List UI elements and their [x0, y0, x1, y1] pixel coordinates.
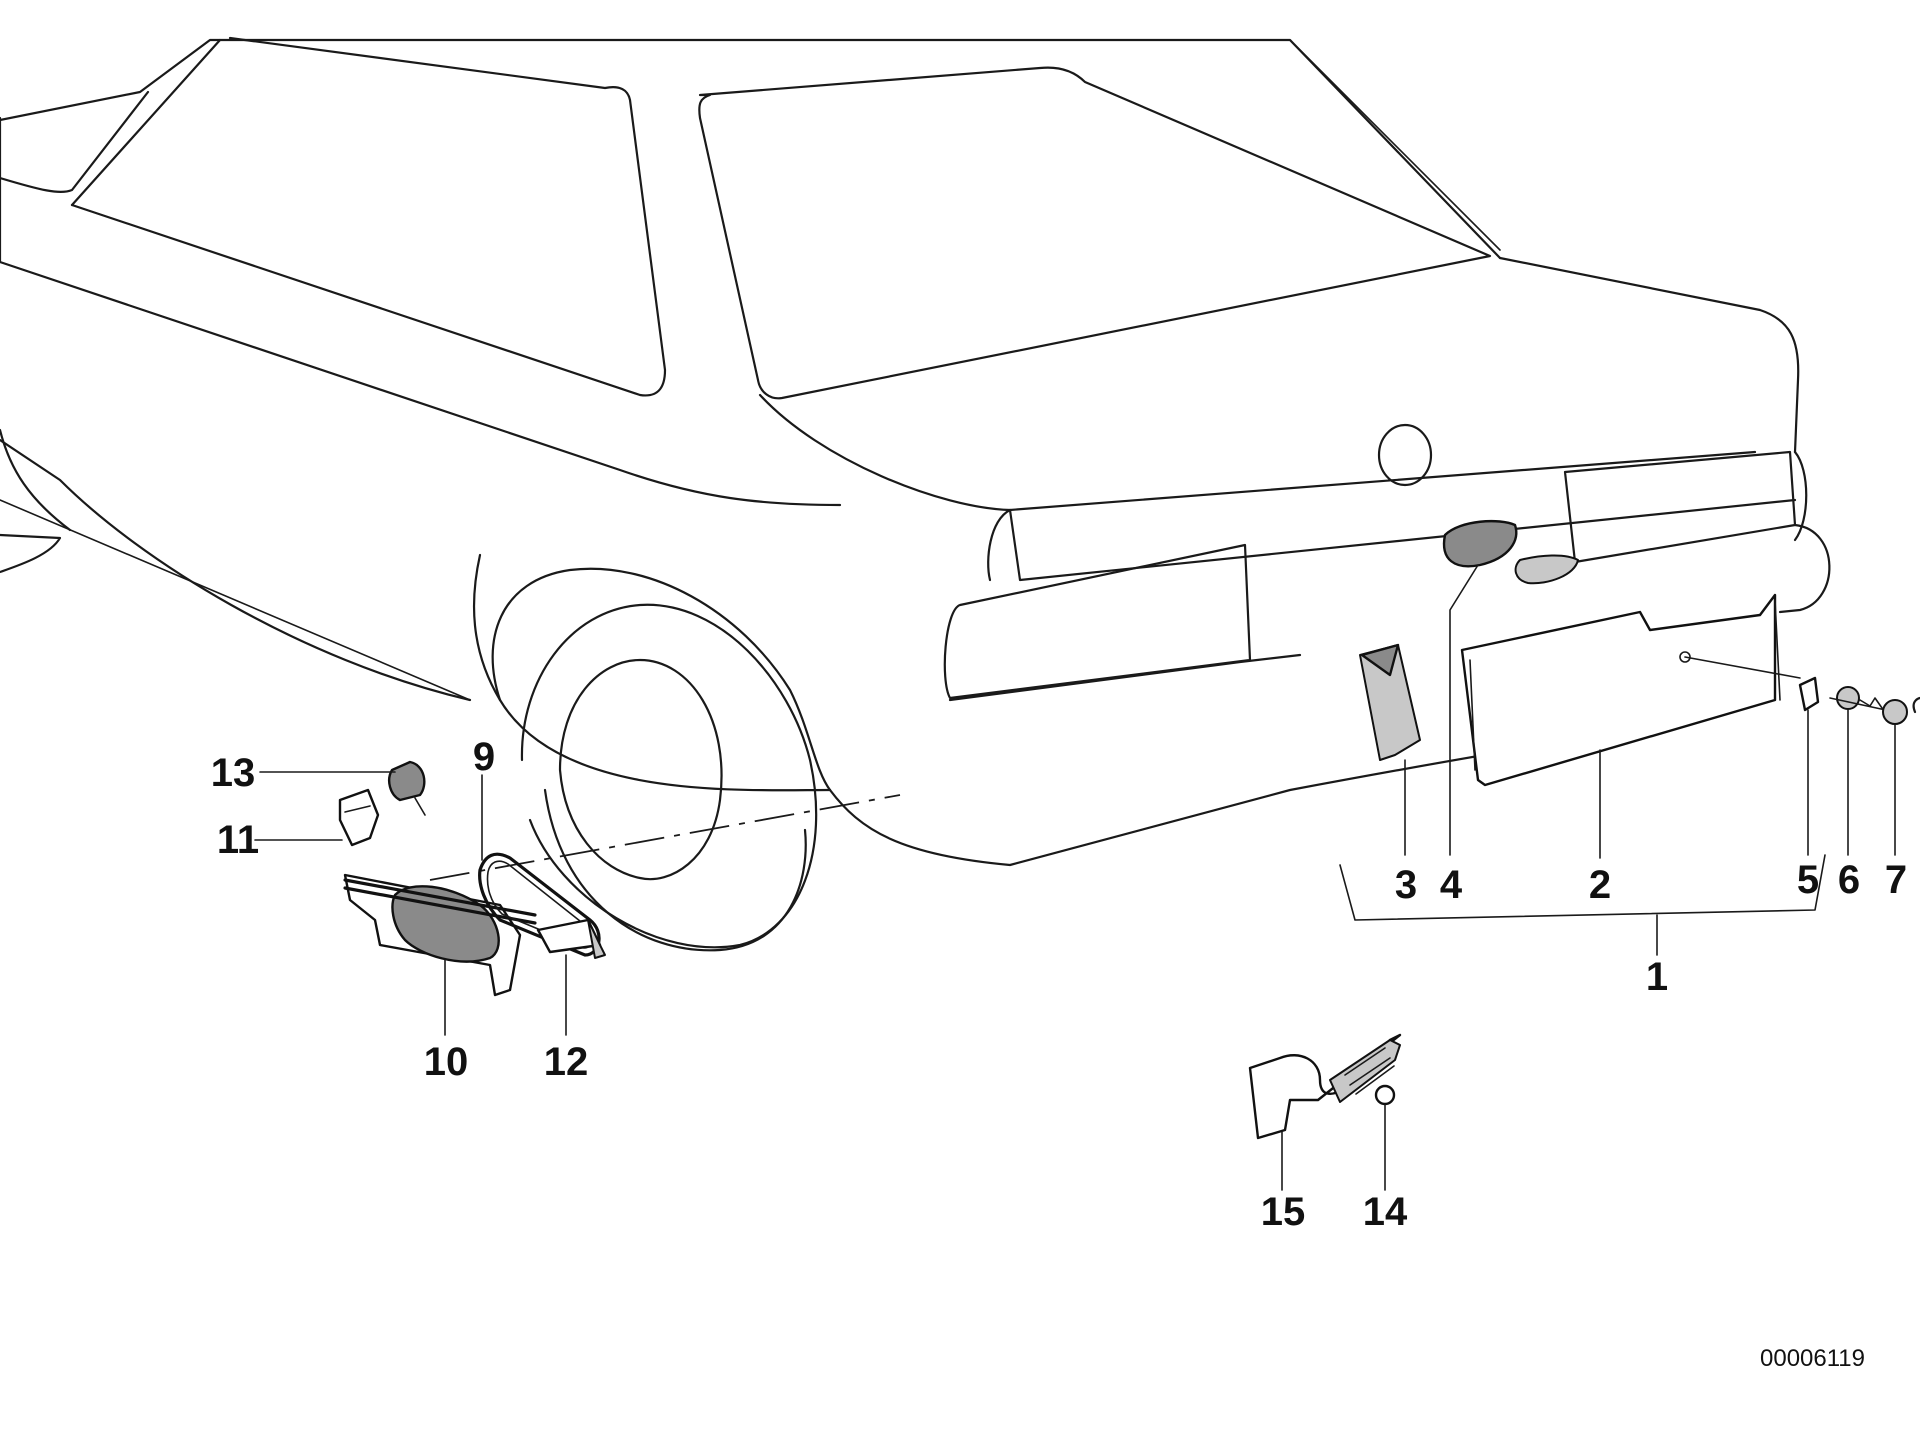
leader-lines	[254, 564, 1896, 1191]
callout-14: 14	[1363, 1190, 1408, 1234]
callout-11: 11	[217, 818, 259, 862]
callout-4: 4	[1440, 863, 1463, 907]
small-clip[interactable]	[536, 918, 606, 959]
license-plate-base[interactable]	[1460, 593, 1801, 787]
callout-5: 5	[1797, 858, 1819, 902]
bracket-part[interactable]	[1359, 643, 1421, 761]
bulb[interactable]	[388, 760, 426, 816]
screw-set[interactable]	[1798, 676, 1920, 725]
callout-7: 7	[1885, 858, 1907, 902]
round-plug[interactable]	[1374, 1084, 1396, 1106]
callout-3: 3	[1395, 863, 1417, 907]
callout-15: 15	[1261, 1190, 1306, 1234]
callout-12: 12	[544, 1040, 589, 1084]
bulb-socket[interactable]	[338, 788, 380, 847]
license-light-housing[interactable]	[343, 873, 537, 997]
car-body-outline	[0, 36, 1831, 952]
callout-6: 6	[1838, 858, 1860, 902]
mounting-plate[interactable]	[1248, 1033, 1402, 1140]
callout-1: 1	[1646, 955, 1668, 999]
callout-13: 13	[211, 751, 256, 795]
emblem-badge[interactable]	[1442, 519, 1579, 585]
callout-2: 2	[1589, 863, 1611, 907]
callout-10: 10	[424, 1040, 469, 1084]
callout-9: 9	[473, 735, 495, 779]
diagram-reference-number: 00006119	[1760, 1345, 1865, 1372]
